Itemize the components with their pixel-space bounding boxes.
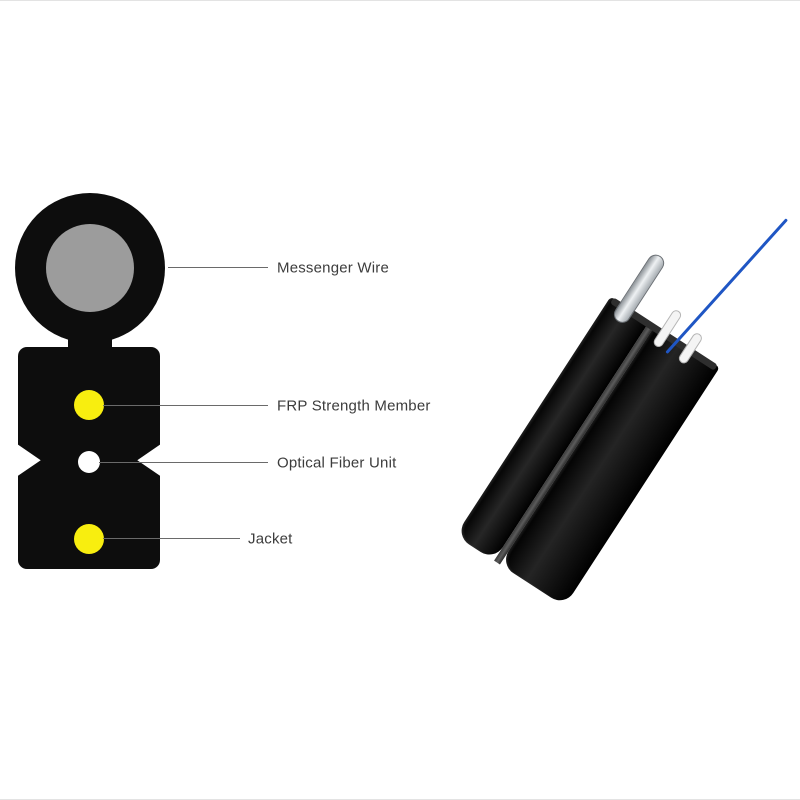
cable-3d-view	[455, 218, 789, 607]
leader-line-jacket	[103, 538, 240, 539]
leader-line-frp-strength-member	[103, 405, 268, 406]
label-messenger-wire: Messenger Wire	[277, 259, 389, 277]
blue-optical-fiber	[665, 218, 789, 355]
optical-fiber-unit-dot	[78, 451, 100, 473]
label-frp-strength-member: FRP Strength Member	[277, 397, 431, 415]
messenger-wire-core	[46, 224, 134, 312]
messenger-jacket-ring	[15, 193, 165, 343]
frp-strength-member-dot	[74, 390, 104, 420]
leader-line-optical-fiber-unit	[99, 462, 268, 463]
jacket-frp-dot	[74, 524, 104, 554]
leader-line-messenger-wire	[168, 267, 268, 268]
label-jacket: Jacket	[248, 530, 293, 548]
label-optical-fiber-unit: Optical Fiber Unit	[277, 454, 397, 472]
